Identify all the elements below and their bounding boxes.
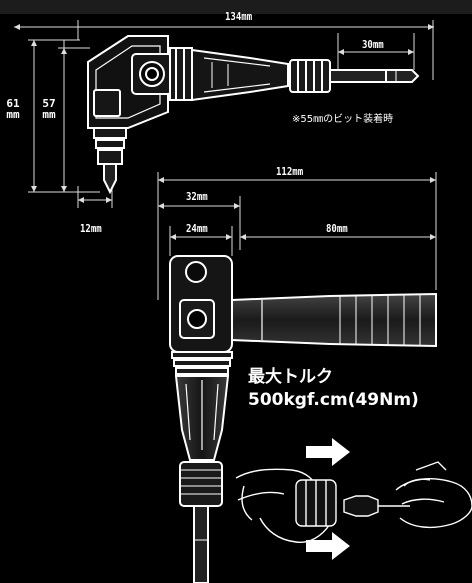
overall-length-label: 134mm — [225, 10, 253, 23]
height-body-label: 57 mm — [38, 98, 60, 120]
height-total-label: 61 mm — [2, 98, 24, 120]
height-total-value: 61 — [6, 97, 20, 110]
bit-offset-label: 12mm — [80, 222, 102, 235]
height-total-unit: mm — [6, 108, 20, 121]
handle-total-label: 112mm — [276, 165, 304, 178]
torque-value: 500kgf.cm(49Nm) — [248, 390, 419, 410]
handle-length-label: 80mm — [326, 222, 348, 235]
head-width-label: 32mm — [186, 190, 208, 203]
head-inner-label: 24mm — [186, 222, 208, 235]
height-body-unit: mm — [42, 108, 56, 121]
bit-length-label: 30mm — [362, 38, 384, 51]
bit-note: ※55㎜のビット装着時 — [292, 114, 394, 125]
torque-title: 最大トルク — [248, 367, 333, 387]
height-body-value: 57 — [42, 97, 56, 110]
